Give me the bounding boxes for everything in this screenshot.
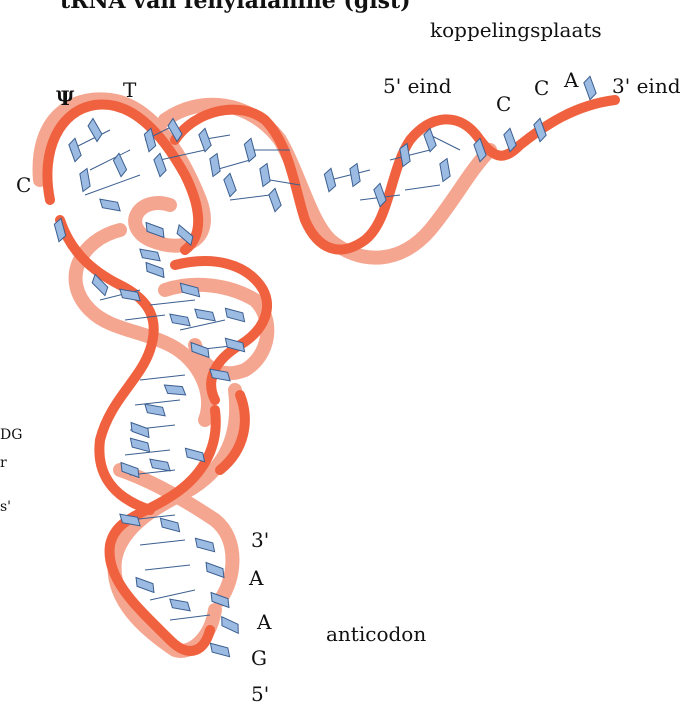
base-pair-rung xyxy=(230,195,270,200)
nucleotide-base xyxy=(133,577,156,592)
nucleotide-base xyxy=(168,599,191,611)
nucleotide-base xyxy=(323,168,336,191)
base-pair-rung xyxy=(145,565,190,570)
nucleotide-base xyxy=(164,385,187,395)
anticodon-a2-label: A xyxy=(257,612,271,632)
nucleotide-base xyxy=(79,168,91,191)
nucleotide-base xyxy=(208,643,231,656)
anticodon-a1-label: A xyxy=(249,568,263,588)
nucleotide-base xyxy=(158,518,181,531)
edge-fragment-1: DG xyxy=(0,428,22,442)
nucleotide-base xyxy=(193,309,216,321)
nucleotide-base xyxy=(582,76,597,99)
base-pair-rung xyxy=(150,300,195,305)
anticodon-three-prime-label: 3' xyxy=(251,530,269,550)
diagram-title: tRNA van fenylalanine (gist) xyxy=(60,0,411,14)
edge-fragment-3: s' xyxy=(0,500,11,514)
nucleotide-base xyxy=(203,562,226,577)
edge-fragment-2: r xyxy=(0,456,7,470)
nucleotide-base xyxy=(193,538,216,551)
nucleotide-base xyxy=(98,199,121,211)
nucleotide-base xyxy=(218,617,241,634)
psi-loop-label: Ψ xyxy=(56,88,74,108)
base-pair-rung xyxy=(150,590,195,600)
nucleotide-base xyxy=(197,128,212,151)
anticodon-g-label: G xyxy=(251,648,267,668)
nucleotide-base xyxy=(67,138,82,161)
nucleotide-base xyxy=(183,448,206,461)
base-pair-rung xyxy=(215,160,250,170)
nucleotide-base xyxy=(86,118,104,141)
acceptor-c1-label: C xyxy=(496,94,511,114)
nucleotide-base xyxy=(128,438,151,451)
base-pair-rung xyxy=(140,540,185,545)
nucleotide-base xyxy=(259,163,271,186)
five-prime-end-label: 5' eind xyxy=(383,76,452,96)
base-pair-rung xyxy=(125,315,165,320)
c-loop-label: C xyxy=(16,175,31,195)
base-pair-rung xyxy=(405,185,440,190)
nucleotide-base xyxy=(349,163,361,186)
nucleotide-base xyxy=(143,404,166,416)
anticodon-five-prime-label: 5' xyxy=(251,684,269,704)
nucleotide-base xyxy=(267,188,282,211)
nucleotide-base xyxy=(222,173,237,196)
three-prime-end-label: 3' eind xyxy=(612,76,681,96)
nucleotide-base xyxy=(152,153,167,176)
base-pair-rung xyxy=(85,175,140,195)
acceptor-a-label: A xyxy=(564,70,578,90)
ribbon-dark-strand-2 xyxy=(175,100,615,250)
base-pair-rung xyxy=(135,400,180,405)
nucleotide-base xyxy=(148,459,171,471)
nucleotide-base xyxy=(112,153,129,176)
anticodon-label: anticodon xyxy=(326,624,426,644)
acceptor-c2-label: C xyxy=(534,78,549,98)
nucleotide-base xyxy=(168,314,191,326)
nucleotide-base xyxy=(128,422,151,437)
nucleotide-base xyxy=(138,249,161,261)
nucleotide-bases xyxy=(53,76,597,656)
attachment-site-label: koppelingsplaats xyxy=(430,20,602,40)
base-pair-rung xyxy=(140,375,185,380)
nucleotide-base xyxy=(143,262,166,277)
base-pair-rung xyxy=(170,615,210,620)
nucleotide-base xyxy=(223,308,246,321)
nucleotide-base xyxy=(209,153,221,176)
t-loop-label: T xyxy=(123,80,136,100)
nucleotide-base xyxy=(439,158,451,181)
